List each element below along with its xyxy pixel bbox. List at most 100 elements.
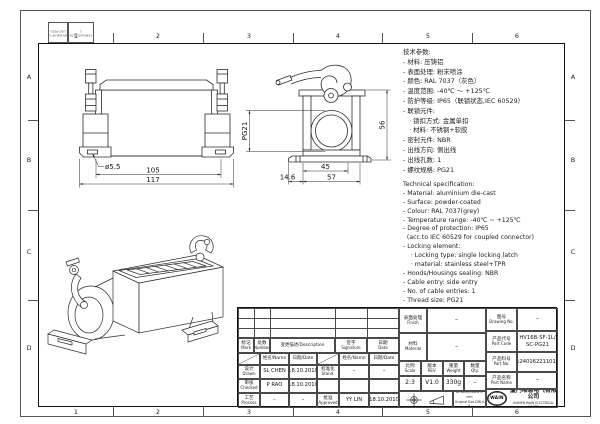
zone-number: 4 <box>335 408 341 416</box>
tb-process-name: – <box>260 393 289 408</box>
spec-en-line: - Degree of protection: IP65 <box>403 225 489 233</box>
zone-letter: C <box>26 248 32 256</box>
zone-number: 2 <box>155 32 161 40</box>
tb-finish-value: – <box>427 308 486 333</box>
zone-number: 5 <box>425 408 431 416</box>
wain-logo: WAIN <box>487 391 507 406</box>
corner-filing-box-number: 1240162211011 <box>68 22 94 43</box>
tb-header-mark: 标记 Mark <box>238 338 254 353</box>
spec-en-line: - Surface: powder-coated <box>403 198 481 206</box>
tb-approved-name: YY LIN <box>339 393 369 408</box>
spec-cn-line: - 螺纹规格: PG21 <box>403 165 455 174</box>
corner-no-text: 1240162211011 <box>69 29 93 38</box>
tb-diagonal-cell <box>317 353 339 365</box>
first-angle-projection-icon <box>406 393 422 406</box>
tb-label-drawing-no: 图号 Drawing No. <box>486 308 517 331</box>
zone-letter: A <box>26 73 32 81</box>
tb-subheader-date: 日期/Date <box>289 353 317 365</box>
spec-cn-line: · 锁扣方式: 金属单扣 <box>403 116 469 125</box>
corner-filing-box-code: HV16B-SF-1L/SC-PG21 <box>48 22 68 43</box>
spec-cn-line: - 防护等级: IP65（联锁状态,IEC 60529） <box>403 96 525 105</box>
zone-letter: D <box>26 344 32 352</box>
zone-letter: D <box>570 344 576 352</box>
tb-empty-cell <box>339 379 369 393</box>
tb-label-part-no: 产品料号 Part No. <box>486 352 517 372</box>
tb-drawn-date: 18.10.2010 <box>289 365 317 379</box>
spec-en-line: - No. of cable entries: 1 <box>403 287 476 295</box>
spec-en-line: - Thread size: PG21 <box>403 296 464 304</box>
tb-stand-name: – <box>339 365 369 379</box>
spec-en-line: - Temperature range: -40℃ ~ +125℃ <box>403 216 521 224</box>
tb-label-checked: 审核 Checked <box>238 379 260 393</box>
tb-label-approved: 批准 Approved <box>317 393 339 408</box>
tb-label-finish: 表面处理 Finish <box>399 308 427 333</box>
zone-letter: C <box>570 248 576 256</box>
tb-rev-value: V1.0 <box>421 376 443 391</box>
spec-cn-line: 技术参数: <box>403 48 431 56</box>
tb-label-scale: 比例 Scale <box>399 361 421 376</box>
tb-label-standardized: 标准化 Stand. <box>317 365 339 379</box>
zone-number: 6 <box>514 408 520 416</box>
spec-cn-line: - 出线方向: 侧出线 <box>403 145 457 154</box>
tb-label-material: 材料 Material <box>399 333 427 361</box>
zone-number: 2 <box>155 408 161 416</box>
spec-en-line: - Material: aluminium die-cast <box>403 189 496 197</box>
revision-table-blank <box>238 308 399 338</box>
tb-dimension-note: All Dimensions in mm Original Size DIN A… <box>453 391 486 408</box>
tb-subheader-name: 姓名/Name <box>339 353 369 365</box>
tb-label-part-name: 产品名称 Part Name <box>486 372 517 389</box>
projection-cone-icon <box>429 394 444 405</box>
tb-checked-date: 18.10.2010 <box>289 379 317 393</box>
zone-number: 1 <box>73 32 79 40</box>
spec-cn-line: - 出线孔数: 1 <box>403 155 442 164</box>
zone-letter: B <box>26 156 32 164</box>
spec-cn-line: - 温度范围: -40℃ ～ +125℃ <box>403 87 490 96</box>
tb-part-code-value: HV16B-SF-1L/SC-PG21 <box>517 331 558 352</box>
spec-en-line: · Locking type: single locking latch <box>403 252 518 260</box>
company-name-cn: 厦门唯恩电气有限公司 <box>510 389 557 401</box>
tb-checked-name: P RAO <box>260 379 289 393</box>
tb-header-description: 变更描述/Description <box>270 338 335 353</box>
tb-label-qty: 数量 Qty. <box>464 361 486 376</box>
zone-letter: B <box>570 156 576 164</box>
tb-label-weight: 重量 Weight <box>443 361 464 376</box>
tb-weight-value: 330g <box>443 376 464 391</box>
zone-number: 3 <box>246 408 252 416</box>
tb-company-cell: WAIN 厦门唯恩电气有限公司 XIAMEN WAIN ELECTRICAL C… <box>486 389 558 408</box>
zone-number: 5 <box>425 32 431 40</box>
spec-en-line: Technical specification: <box>403 181 475 188</box>
tb-header-signature: 签字 Signature <box>335 338 367 353</box>
title-block: 标记 Mark 处数 Number 变更描述/Description 签字 Si… <box>237 307 558 408</box>
outer-trim-border <box>20 10 591 417</box>
tb-label-process: 工艺 Process <box>238 393 260 408</box>
spec-en-line: - Locking element: <box>403 243 461 251</box>
spec-en-line: (acc.to IEC 60529 for coupled connector) <box>403 234 535 242</box>
spec-cn-line: - 表面处理: 粉末喷涂 <box>403 67 463 76</box>
tb-scale-value: 2:3 <box>399 376 421 391</box>
tb-empty-cell <box>317 379 339 393</box>
tb-subheader-name: 姓名/Name <box>260 353 289 365</box>
tb-process-date: – <box>289 393 317 408</box>
spec-en-line: · material: stainless steel+TPR <box>403 261 506 269</box>
spec-cn-line: - 颜色: RAL 7037（灰色） <box>403 77 481 86</box>
tb-empty-cell <box>369 379 399 393</box>
spec-cn-line: - 密封元件: NBR <box>403 136 451 145</box>
tb-label-rev: 版本 REV. <box>421 361 443 376</box>
tb-material-value: – <box>427 333 486 361</box>
corner-code-text: HV16B-SF-1L/SC-PG21 <box>49 29 67 38</box>
tb-qty-value: – <box>464 376 486 391</box>
tb-projection-symbols <box>399 391 453 408</box>
spec-cn-line: · 材料: 不锈钢+软胶 <box>403 126 468 135</box>
tb-header-date: 日期 Date <box>367 338 399 353</box>
zone-number: 4 <box>335 32 341 40</box>
zone-number: 6 <box>514 32 520 40</box>
zone-letter: A <box>570 73 576 81</box>
spec-en-line: - Hoods/Housings sealing: NBR <box>403 269 499 277</box>
spec-cn-line: - 联锁元件: <box>403 106 436 115</box>
tb-diagonal-cell <box>238 353 260 365</box>
tb-drawing-no-value: – <box>517 308 558 331</box>
spec-en-line: - Colour: RAL 7037(grey) <box>403 207 480 215</box>
tb-approved-date: 18.10.2010 <box>369 393 399 408</box>
tb-label-part-code: 产品代号 Part Code <box>486 331 517 352</box>
